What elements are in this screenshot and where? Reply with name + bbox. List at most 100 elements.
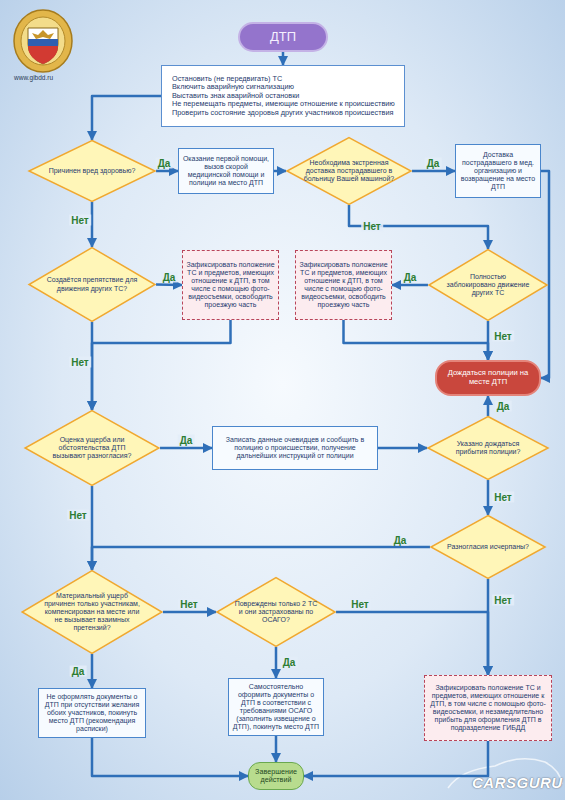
node-text: Дождаться полиции на месте ДТП (440, 369, 536, 386)
flow-connector (412, 170, 455, 173)
flow-connector (156, 283, 182, 286)
diamond-shape (29, 248, 155, 322)
edge-label: Нет (361, 221, 383, 232)
diamond-shape (431, 516, 545, 579)
decision-diamond: Повреждены только 2 ТС и они застрахован… (216, 577, 336, 647)
node-text-group: Зафиксировать положение ТС и предметов, … (425, 684, 551, 732)
emblem-shield (28, 28, 58, 64)
edge-label: Нет (492, 492, 514, 503)
node-text: Включить аварийную сигнализацию (172, 83, 395, 91)
flow-connector (160, 447, 212, 450)
node-text: Причинен вред здоровью? (49, 167, 136, 175)
node-text-group: Самостоятельно оформить документы о ДТП … (229, 683, 323, 731)
node-text-group: Зафиксировать положение ТС и предметов, … (296, 261, 391, 309)
node-text-group: Материальный ущерб причинен только участ… (21, 592, 163, 632)
flow-connector (392, 284, 428, 287)
car-outline (440, 740, 565, 800)
decision-diamond: Указано дождаться прибытия полиции? (427, 416, 549, 480)
node-text-group: Создаётся препятствие для движения други… (28, 276, 156, 292)
flow-connector (92, 738, 248, 776)
flow-connector (92, 96, 161, 140)
edge-label: Нет (178, 599, 200, 610)
node-text: Зафиксировать положение ТС и предметов, … (299, 261, 388, 309)
node-text-group: Необходима экстренная доставка пострадав… (286, 159, 412, 183)
node-text: Повреждены только 2 ТС и они застрахован… (233, 600, 319, 624)
node-text-group: Разногласия исчерпаны? (431, 543, 545, 551)
site-address: www.gibdd.ru (14, 74, 53, 81)
node-text: Зафиксировать положение ТС и предметов, … (186, 261, 275, 309)
node-text-group: Записать данные очевидцев и сообщить в п… (213, 436, 377, 460)
flow-connector (275, 647, 278, 678)
diamond-shape (429, 250, 547, 321)
flow-connector (282, 52, 285, 65)
node-text: Записать данные очевидцев и сообщить в п… (216, 436, 374, 460)
flow-connector (487, 480, 490, 515)
edge-label: Да (392, 535, 409, 546)
node-text-group: Доставка пострадавшего в мед. организаци… (456, 151, 540, 191)
decision-diamond: Разногласия исчерпаны? (430, 515, 546, 579)
node-text-group: Завершение действий (249, 768, 303, 785)
decision-diamond: Полностью заблокировано движение других … (428, 249, 548, 321)
diamond-shape (29, 140, 155, 201)
edge-label: Да (70, 666, 87, 677)
node-text-group: Причинен вред здоровью? (31, 167, 153, 175)
wait-terminal: Дождаться полиции на месте ДТП (435, 360, 541, 396)
process-box: Самостоятельно оформить документы о ДТП … (228, 678, 324, 736)
end-terminal: Завершение действий (248, 762, 304, 790)
gibdd-emblem (12, 8, 74, 74)
emblem-ring (21, 17, 65, 65)
process-box: Записать данные очевидцев и сообщить в п… (212, 426, 378, 470)
flow-connector (378, 447, 427, 450)
start-terminal: ДТП (238, 22, 328, 52)
flow-connector (91, 654, 94, 688)
node-text: Доставка пострадавшего в мед. организаци… (459, 151, 537, 191)
node-text: Выставить знак аварийной остановки (172, 92, 395, 100)
flow-connector (487, 579, 490, 675)
decision-diamond: Создаётся препятствие для движения други… (28, 247, 156, 322)
diamond-shape (428, 417, 548, 480)
emblem-stripe (28, 39, 58, 46)
action-box: Зафиксировать положение ТС и предметов, … (424, 675, 552, 741)
node-text: Полностью заблокировано движение других … (445, 273, 531, 297)
decision-diamond: Материальный ущерб причинен только участ… (21, 570, 163, 654)
node-text: Необходима экстренная доставка пострадав… (304, 159, 395, 183)
node-text: Не перемещать предметы, имеющие отношени… (172, 100, 395, 108)
node-text-group: Полностью заблокировано движение других … (428, 273, 548, 297)
node-text: Не оформлять документы о ДТП при отсутст… (42, 693, 142, 733)
edge-label: Нет (69, 215, 91, 226)
flow-connector (92, 320, 231, 410)
emblem-wreath (14, 10, 72, 72)
instruction-box: Остановить (не передвигать) ТСВключить а… (161, 65, 405, 127)
flow-connector (344, 320, 489, 360)
flow-connector (487, 396, 490, 416)
edge-label: Нет (492, 331, 514, 342)
decision-diamond: Причинен вред здоровью? (28, 140, 156, 202)
node-text: Оценка ущерба или обстоятельства ДТП выз… (43, 436, 141, 460)
node-text-group: Оценка ущерба или обстоятельства ДТП выз… (24, 436, 160, 460)
emblem-eagle (32, 30, 54, 39)
flow-connector (163, 611, 216, 614)
edge-label: Да (402, 272, 419, 283)
node-text: Материальный ущерб причинен только участ… (41, 592, 143, 632)
flow-connector (541, 171, 549, 378)
process-box: Оказание первой помощи, вызов скорой мед… (178, 148, 274, 194)
flow-connector (275, 736, 278, 762)
action-box: Зафиксировать положение ТС и предметов, … (295, 250, 392, 320)
node-text: Проверить состояние здоровья других учас… (172, 109, 395, 117)
flow-connector (487, 321, 490, 360)
flow-connector (91, 322, 94, 410)
process-box: Не оформлять документы о ДТП при отсутст… (38, 688, 146, 738)
node-text: Завершение действий (252, 768, 300, 785)
flow-connector (336, 612, 488, 675)
node-text: Разногласия исчерпаны? (447, 543, 529, 551)
edge-label: Да (281, 657, 298, 668)
flow-connector (91, 202, 94, 247)
node-text-group: ДТП (267, 30, 299, 45)
diamond-shape (25, 411, 159, 486)
node-text-group: Дождаться полиции на месте ДТП (437, 369, 539, 386)
edge-label: Да (156, 158, 173, 169)
edge-label: Нет (67, 510, 89, 521)
decision-diamond: Оценка ущерба или обстоятельства ДТП выз… (24, 410, 160, 486)
node-text: Создаётся препятствие для движения други… (46, 276, 138, 292)
